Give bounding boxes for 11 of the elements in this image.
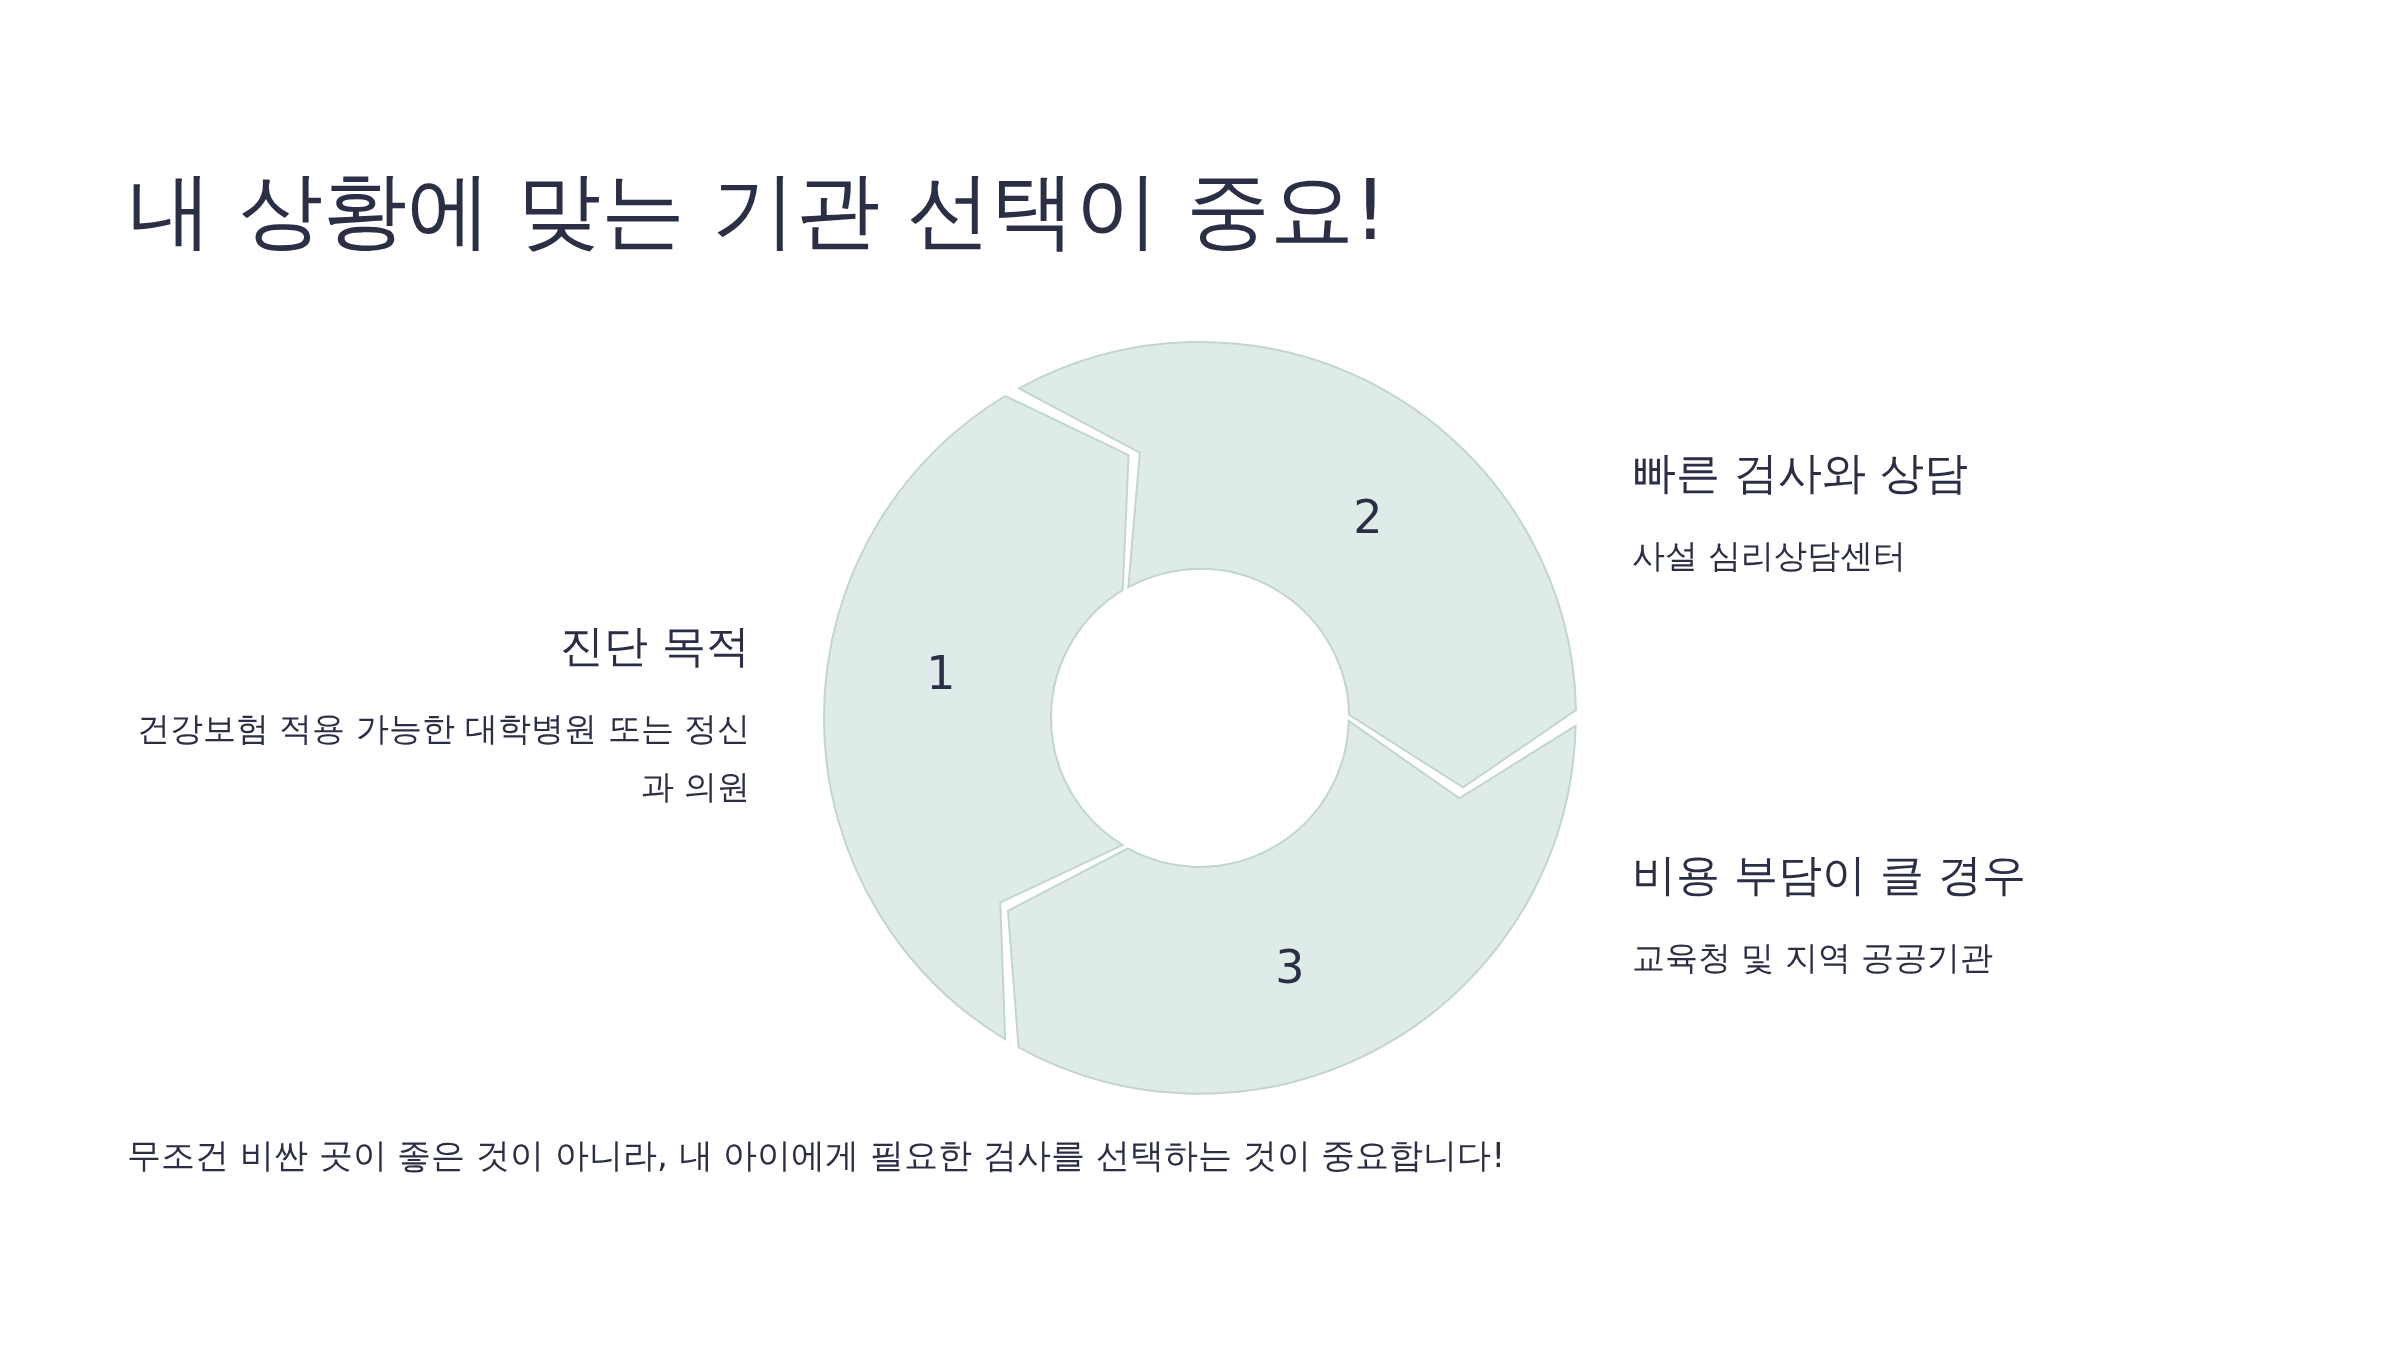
- slide-title: 내 상황에 맞는 기관 선택이 중요!: [128, 160, 1388, 261]
- option-description: 건강보험 적용 가능한 대학병원 또는 정신과 의원: [135, 708, 750, 808]
- option-description: 사설 심리상담센터: [1632, 535, 1908, 577]
- option-heading: 진단 목적: [559, 620, 750, 673]
- note-text: 무조건 비싼 곳이 좋은 것이 아니라, 내 아이에게 필요한 검사를 선택하는 것이 중요합니다!: [127, 1134, 1506, 1177]
- step-number: 3: [1275, 944, 1305, 990]
- option-heading: 비용 부담이 클 경우: [1632, 849, 2027, 902]
- step-number: 2: [1353, 494, 1383, 540]
- step-number: 1: [926, 650, 956, 696]
- option-description: 교육청 및 지역 공공기관: [1632, 937, 1995, 979]
- option-heading: 빠른 검사와 상담: [1632, 447, 1969, 500]
